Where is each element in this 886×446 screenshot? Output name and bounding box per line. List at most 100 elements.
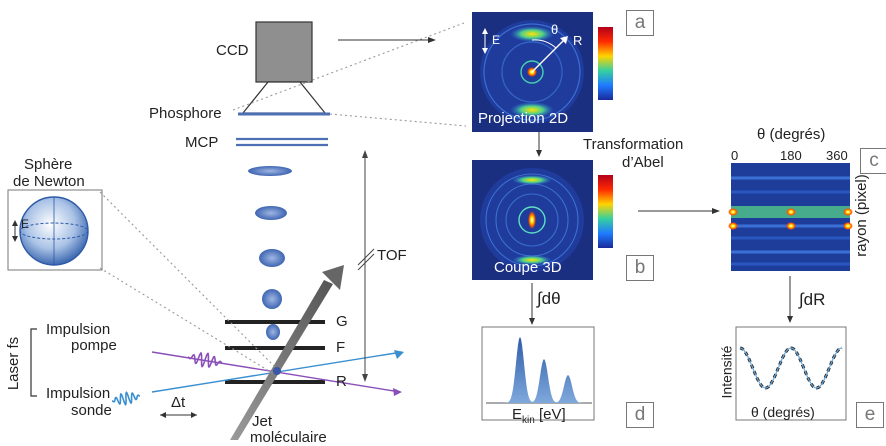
pompe-pulse-wave xyxy=(187,351,223,369)
delta-t-right-arrow xyxy=(191,412,197,418)
abel-arrowhead xyxy=(536,150,542,157)
laser-bracket xyxy=(30,328,37,397)
ccd-camera xyxy=(255,21,313,83)
tick-0: 0 xyxy=(731,148,739,163)
int-dr-arrowhead xyxy=(787,316,793,323)
panel-b-spot-bottom xyxy=(512,255,552,265)
panel-c-spot xyxy=(843,222,853,230)
panel-a-letter: a xyxy=(626,10,654,36)
rayon-label: rayon (pixel) xyxy=(852,174,870,257)
panel-c-spot xyxy=(728,208,738,216)
panel-d-frame xyxy=(481,326,595,421)
sphere-label-line1: Sphère xyxy=(24,156,73,173)
panel-b-ring-3 xyxy=(505,193,559,247)
zoom-line-1 xyxy=(99,191,277,369)
electron-cloud-1 xyxy=(248,166,292,176)
panel-c-spot xyxy=(786,208,796,216)
delta-t-label: Δt xyxy=(171,394,186,411)
interaction-point xyxy=(273,367,281,375)
panel-c-spot xyxy=(728,222,738,230)
lens-cone xyxy=(241,81,327,114)
panel-a-r-label: R xyxy=(573,33,583,48)
ekin-label: Ekin [eV] xyxy=(512,407,566,426)
electron-cloud-4 xyxy=(262,289,282,309)
laser-fs-label: Laser fs xyxy=(5,336,23,391)
impulsion-pompe-line2: pompe xyxy=(71,337,117,354)
panel-a-spot-top xyxy=(510,26,554,42)
jet-label-line2: moléculaire xyxy=(250,429,327,446)
electrode-g-label: G xyxy=(336,313,348,330)
panel-c-letter: c xyxy=(860,148,886,174)
panel-a-r-arrowhead xyxy=(560,36,568,44)
panel-e-fit xyxy=(739,347,843,389)
panel-c-spots xyxy=(728,208,853,230)
panel-b-center-spot xyxy=(528,211,536,229)
panel-a-colorbar xyxy=(598,27,613,100)
panel-a-r-vector xyxy=(531,36,568,73)
sphere-label-line2: de Newton xyxy=(13,173,85,190)
panel-b-letter: b xyxy=(626,255,654,281)
tick-360: 360 xyxy=(826,148,848,163)
tof-label: TOF xyxy=(377,247,407,264)
electrode-r-label: R xyxy=(336,373,347,390)
coupe-label: Coupe 3D xyxy=(494,259,562,276)
electron-cloud-5 xyxy=(266,324,280,340)
impulsion-pompe-line1: Impulsion xyxy=(46,321,111,338)
panel-a-theta-label: θ xyxy=(551,22,559,37)
intensite-label: Intensité xyxy=(718,345,735,399)
impulsion-sonde-line1: Impulsion xyxy=(46,385,111,402)
laser-pompe-arrow xyxy=(393,388,402,396)
electrode-f-label: F xyxy=(336,339,346,356)
theta-bottom-label: θ (degrés) xyxy=(751,404,815,420)
panel-a-spot-bottom xyxy=(510,102,554,118)
abel-label-line1: Transformation xyxy=(583,136,684,153)
panel-b-ring-1 xyxy=(485,173,579,267)
panel-a-ring-center xyxy=(520,60,544,84)
panel-a-e-label: E xyxy=(492,33,501,47)
phosphore-zoom-2 xyxy=(329,113,467,127)
panel-a-ring-outer xyxy=(483,23,581,121)
zoom-line-2 xyxy=(99,267,275,375)
tick-180: 180 xyxy=(780,148,802,163)
electron-cloud-3 xyxy=(259,249,285,267)
delta-t-left-arrow xyxy=(160,412,166,418)
sonde-pulse-wave xyxy=(112,391,140,406)
ekin-e: E xyxy=(512,406,523,423)
molecular-jet-arrowhead xyxy=(322,265,344,290)
ekin-sub: kin xyxy=(522,415,535,426)
panel-b-colorbar xyxy=(598,175,613,248)
tof-break-2 xyxy=(357,253,375,271)
panel-d-peaks xyxy=(488,337,590,403)
tof-arrow-head-top xyxy=(362,150,368,158)
panel-e-letter: e xyxy=(856,402,884,428)
panel-a-theta-arc xyxy=(531,39,557,49)
mcp-label: MCP xyxy=(185,134,219,151)
phosphore-zoom-1 xyxy=(232,22,465,111)
panel-d-letter: d xyxy=(626,402,654,428)
sphere-e-label: E xyxy=(21,217,30,231)
tof-arrow-head-bottom xyxy=(362,374,368,382)
abel-label-line2: d’Abel xyxy=(622,154,664,171)
ccd-label: CCD xyxy=(216,42,249,59)
panel-c-spot xyxy=(843,208,853,216)
projection-label: Projection 2D xyxy=(478,110,569,127)
int-dtheta-arrowhead xyxy=(529,318,535,325)
panel-c-spot xyxy=(786,222,796,230)
panel-b-spot-top xyxy=(512,175,552,185)
ccd-to-panel-arrowhead xyxy=(428,37,436,43)
sphere-e-arrow-up xyxy=(12,220,18,226)
phosphore-label: Phosphore xyxy=(149,105,222,122)
panel-a-e-arrow-down xyxy=(482,48,488,54)
int-dr-label: ∫dR xyxy=(799,290,826,309)
laser-sonde-arrow xyxy=(394,350,404,359)
impulsion-sonde-line2: sonde xyxy=(71,402,112,419)
b-to-c-arrowhead xyxy=(712,208,720,214)
tof-break-1 xyxy=(357,248,375,266)
jet-label-line1: Jet xyxy=(252,413,273,430)
theta-top-label: θ (degrés) xyxy=(757,126,826,143)
ekin-unit: [eV] xyxy=(538,406,566,423)
electron-cloud-2 xyxy=(255,206,287,220)
molecular-jet xyxy=(230,280,333,440)
